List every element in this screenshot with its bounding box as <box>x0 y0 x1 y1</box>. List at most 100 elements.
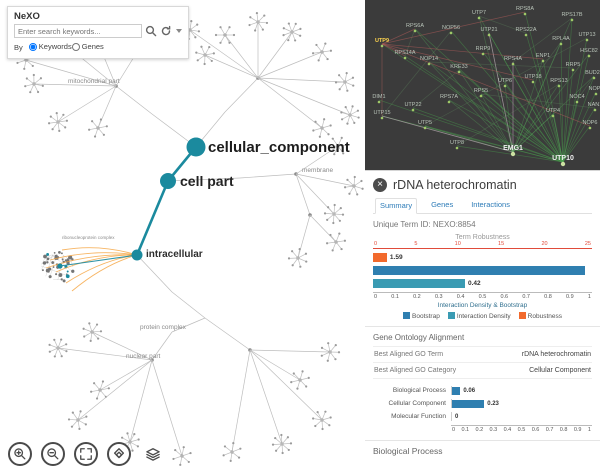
gene-node-nop14[interactable]: NOP14 <box>420 56 438 62</box>
gene-node-rps14a[interactable]: RPS14A <box>394 50 415 56</box>
tab-genes[interactable]: Genes <box>431 200 454 209</box>
radio-genes[interactable] <box>71 42 80 51</box>
gene-node-rps6a[interactable]: RPS6A <box>406 23 424 29</box>
gene-node-rps22a[interactable]: RPS22A <box>515 27 536 33</box>
gene-node-nop1[interactable]: NOP1 <box>589 86 600 92</box>
biological-process-section: Biological Process <box>365 440 600 456</box>
term-bar-interaction-density: 0.42 <box>373 279 592 288</box>
density-axis-caption: Interaction Density & Bootstrap <box>437 302 528 309</box>
divider <box>365 326 600 327</box>
tree-node-label[interactable]: nuclear part <box>126 353 161 360</box>
tree-node-label[interactable]: mitochondrial part <box>68 78 120 85</box>
gene-node-utp10[interactable]: UTP10 <box>552 155 574 162</box>
fit-view-button[interactable] <box>74 442 98 466</box>
gene-node-utp7[interactable]: UTP7 <box>472 10 486 16</box>
gene-node-utp18[interactable]: UTP18 <box>524 74 541 80</box>
layers-button[interactable] <box>140 441 166 467</box>
gene-node-utp9[interactable]: UTP9 <box>375 38 389 44</box>
tab-summary[interactable]: Summary <box>375 198 418 214</box>
gene-node-rps13[interactable]: RPS13 <box>550 78 567 84</box>
gene-node-rps8a[interactable]: RPS8A <box>516 6 534 12</box>
tree-node-label[interactable]: membrane <box>302 167 334 174</box>
gene-node-kre33[interactable]: KRE33 <box>450 64 467 70</box>
gene-node-utp5[interactable]: UTP5 <box>418 120 432 126</box>
legend-item-bootstrap: Bootstrap <box>403 312 440 320</box>
gene-node-rps4a[interactable]: RPS4A <box>504 56 522 62</box>
fit-selection-button[interactable] <box>107 442 131 466</box>
tree-node-label[interactable]: cellular_component <box>208 139 350 156</box>
gene-node-rpl4a[interactable]: RPL4A <box>552 36 570 42</box>
gene-node-utp21[interactable]: UTP21 <box>480 27 497 33</box>
search-by-genes[interactable]: Genes <box>71 42 104 51</box>
tree-node-label[interactable]: cell part <box>180 173 234 189</box>
unique-term-value: NEXO:8854 <box>432 220 476 229</box>
gene-node-nop56[interactable]: NOP56 <box>442 25 460 31</box>
term-bar-bootstrap <box>373 266 592 275</box>
density-axis-line <box>373 292 592 293</box>
gene-node-rps7a[interactable]: RPS7A <box>440 94 458 100</box>
gene-node-rps5[interactable]: RPS5 <box>474 88 488 94</box>
term-title: rDNA heterochromatin <box>393 178 517 192</box>
app-title: NeXO <box>14 11 40 22</box>
gene-node-utp6[interactable]: UTP6 <box>498 78 512 84</box>
go-alignment-title: Gene Ontology Alignment <box>373 333 465 342</box>
search-icon[interactable] <box>145 25 157 37</box>
gene-node-utp13[interactable]: UTP13 <box>578 32 595 38</box>
by-label: By <box>14 42 23 52</box>
search-by-keywords[interactable]: Keywords <box>28 42 72 51</box>
tree-node-label[interactable]: intracellular <box>146 249 203 260</box>
search-input[interactable] <box>14 24 142 38</box>
gene-node-rps17b[interactable]: RPS17B <box>561 12 582 18</box>
close-icon[interactable]: × <box>373 178 387 192</box>
gene-node-emg1[interactable]: EMG1 <box>503 145 523 152</box>
term-bar-robustness: 1.59 <box>373 253 592 262</box>
chevron-down-icon[interactable] <box>176 29 182 33</box>
gene-node-nan1[interactable]: NAN1 <box>588 102 600 108</box>
network-panel[interactable]: UTP7 RPS8A RPS17B NOP56 UTP21 RPS22A RPS6A UTP9… <box>365 0 600 170</box>
legend-item-interaction-density: Interaction Density <box>447 312 511 320</box>
gene-node-rrp5[interactable]: RRP5 <box>566 62 581 68</box>
tree-node-label[interactable]: ribonucleoprotein complex <box>62 235 115 240</box>
gene-node-enp1[interactable]: ENP1 <box>536 53 550 59</box>
gene-node-utp4[interactable]: UTP4 <box>546 108 560 114</box>
ontology-tree-canvas[interactable] <box>0 0 365 473</box>
gene-node-utp8[interactable]: UTP8 <box>450 140 464 146</box>
term-chart-title: Term Robustness <box>455 234 510 241</box>
gene-node-utp22[interactable]: UTP22 <box>404 102 421 108</box>
gene-node-hsc82[interactable]: HSC82 <box>580 48 598 54</box>
detail-header: × rDNA heterochromatin <box>373 178 592 192</box>
gene-node-rrp9[interactable]: RRP9 <box>476 46 491 52</box>
tab-interactions[interactable]: Interactions <box>471 200 510 209</box>
unique-term-label: Unique Term ID: <box>373 220 431 229</box>
zoom-in-button[interactable] <box>8 442 32 466</box>
zoom-out-button[interactable] <box>41 442 65 466</box>
gene-network-canvas[interactable]: UTP7 RPS8A RPS17B NOP56 UTP21 RPS22A RPS6A UTP9… <box>365 0 600 170</box>
legend-item-robustness: Robustness <box>518 312 562 320</box>
radio-keywords[interactable] <box>28 42 37 51</box>
tree-node-label[interactable]: protein complex <box>140 324 186 331</box>
gene-node-nop6[interactable]: NOP6 <box>583 120 598 126</box>
gene-node-dim1[interactable]: DIM1 <box>372 94 385 100</box>
reset-icon[interactable] <box>160 25 172 37</box>
robustness-axis-line <box>373 248 592 249</box>
term-chart-legend: Bootstrap Interaction Density Robustness <box>373 312 592 320</box>
gene-node-bud21[interactable]: BUD21 <box>585 70 600 76</box>
gene-node-utp15[interactable]: UTP15 <box>373 110 390 116</box>
gene-node-noc4[interactable]: NOC4 <box>569 94 584 100</box>
